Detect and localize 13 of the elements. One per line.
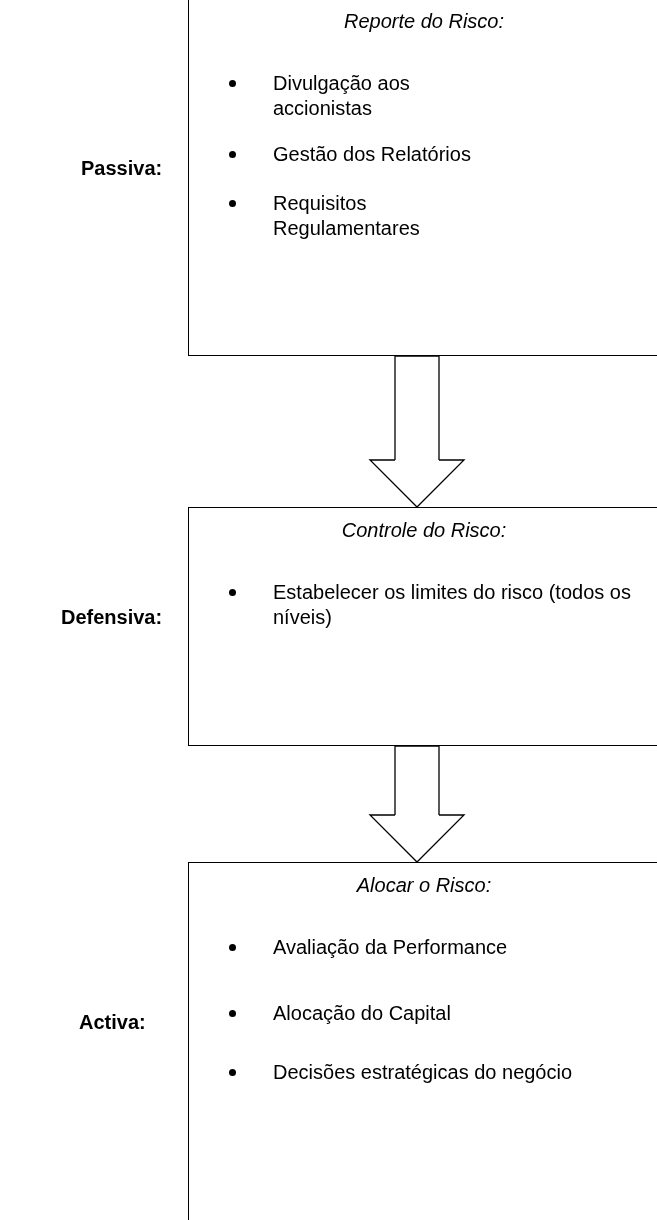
list-item-text: Decisões estratégicas do negócio	[273, 1060, 574, 1085]
list-item-text: Alocação do Capital	[273, 1001, 452, 1026]
level-label: Passiva:	[81, 157, 163, 180]
box-heading: Controle do Risco:	[340, 518, 508, 543]
list-item-text: Avaliação da Performance	[273, 935, 509, 960]
box-heading: Reporte do Risco:	[342, 9, 506, 34]
list-item-text: Gestão dos Relatórios	[273, 142, 472, 167]
list-item-text: Requisitos Regulamentares	[273, 191, 421, 241]
list-item-text: Divulgação aos accionistas	[273, 71, 411, 121]
level-label: Defensiva:	[61, 606, 163, 629]
level-label: Activa:	[79, 1011, 146, 1034]
box-heading: Alocar o Risco:	[355, 873, 493, 898]
list-item-text: Estabelecer os limites do risco (todos os níveis)	[273, 580, 632, 630]
